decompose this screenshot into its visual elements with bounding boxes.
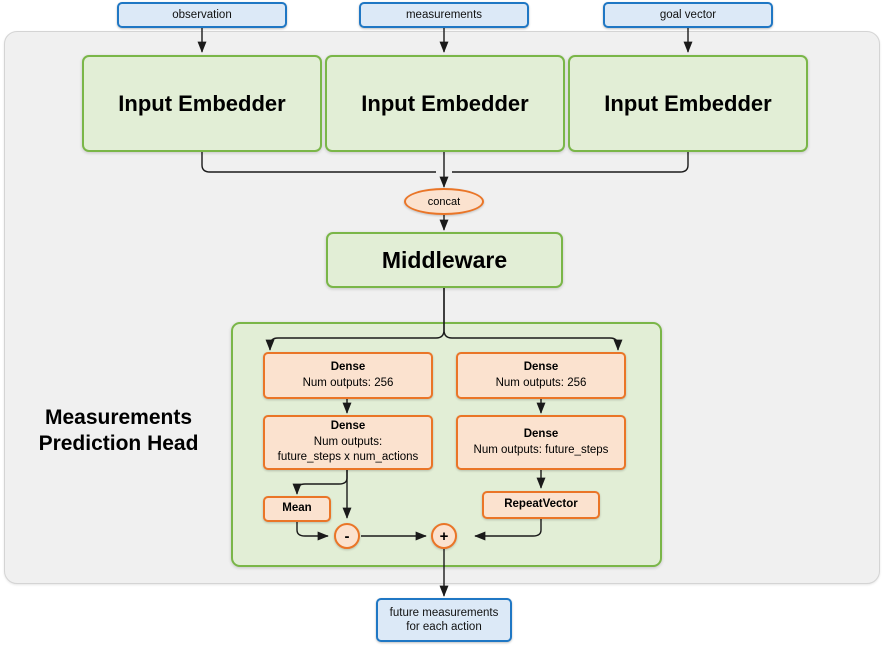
left-dense-2-subtitle-line1: Num outputs: (313, 435, 383, 448)
input-embedder-3-label: Input Embedder (604, 90, 772, 116)
right-dense-2[interactable]: Dense Num outputs: future_steps (456, 415, 626, 470)
left-dense-1[interactable]: Dense Num outputs: 256 (263, 352, 433, 399)
mean-label: Mean (282, 502, 312, 515)
left-dense-2-subtitle-line2: future_steps x num_actions (277, 451, 419, 464)
prediction-head-title: Measurements Prediction Head (16, 405, 221, 458)
left-dense-2-title: Dense (330, 420, 366, 433)
prediction-head-title-line1: Measurements (44, 406, 193, 429)
middleware-node[interactable]: Middleware (326, 232, 563, 288)
input-box-observation[interactable]: observation (117, 2, 287, 28)
middleware-label: Middleware (381, 246, 508, 273)
input-embedder-2-label: Input Embedder (361, 90, 529, 116)
output-label-line2: for each action (406, 621, 482, 633)
right-dense-1-title: Dense (523, 360, 559, 373)
repeat-vector-node[interactable]: RepeatVector (482, 491, 600, 519)
input-box-measurements[interactable]: measurements (359, 2, 529, 28)
input-embedder-1[interactable]: Input Embedder (82, 55, 322, 152)
add-operator-symbol: + (439, 527, 449, 545)
input-box-goal-vector[interactable]: goal vector (603, 2, 773, 28)
input-embedder-3[interactable]: Input Embedder (568, 55, 808, 152)
input-box-observation-label: observation (172, 8, 232, 21)
input-embedder-1-label: Input Embedder (118, 90, 286, 116)
left-dense-1-title: Dense (330, 360, 366, 373)
add-operator[interactable]: + (431, 523, 457, 549)
subtract-operator[interactable]: - (334, 523, 360, 549)
prediction-head-title-line2: Prediction Head (38, 432, 199, 456)
output-box-future-measurements[interactable]: future measurements for each action (376, 598, 512, 642)
concat-label: concat (427, 195, 461, 208)
left-dense-2[interactable]: Dense Num outputs: future_steps x num_ac… (263, 415, 433, 470)
right-dense-2-subtitle: Num outputs: future_steps (473, 443, 609, 456)
input-box-goal-vector-label: goal vector (659, 8, 717, 21)
repeat-vector-label: RepeatVector (504, 498, 578, 511)
output-label-line1: future measurements (389, 606, 499, 619)
left-dense-1-subtitle: Num outputs: 256 (302, 376, 394, 389)
mean-node[interactable]: Mean (263, 496, 331, 522)
input-box-measurements-label: measurements (405, 8, 483, 21)
input-embedder-2[interactable]: Input Embedder (325, 55, 565, 152)
right-dense-1-subtitle: Num outputs: 256 (495, 376, 587, 389)
right-dense-1[interactable]: Dense Num outputs: 256 (456, 352, 626, 399)
subtract-operator-symbol: - (344, 527, 350, 545)
right-dense-2-title: Dense (523, 427, 559, 440)
concat-node[interactable]: concat (404, 188, 484, 215)
